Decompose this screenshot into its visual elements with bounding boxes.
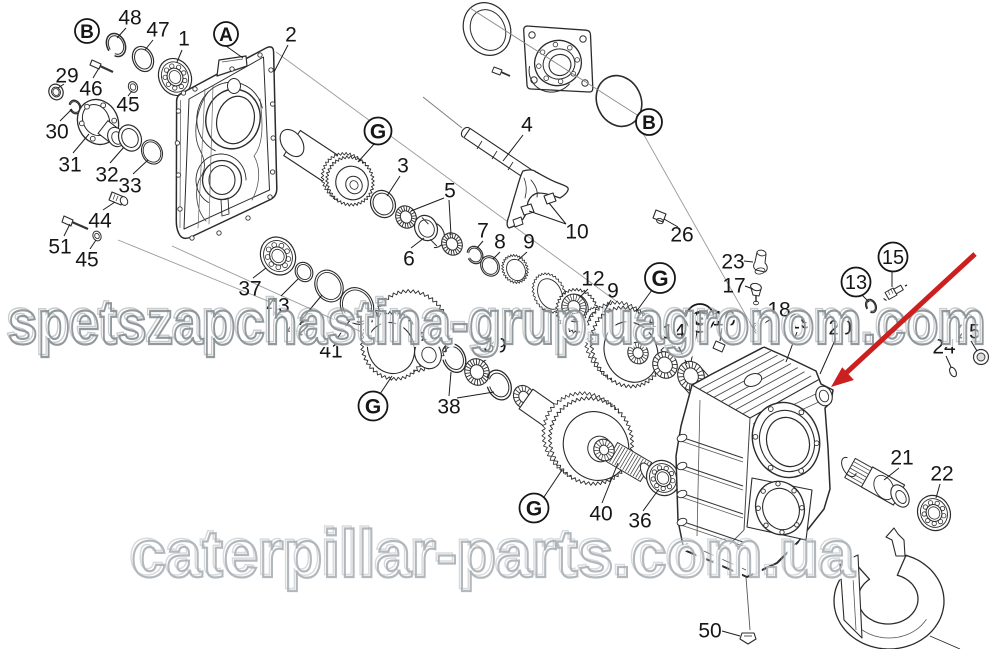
svg-text:4: 4 xyxy=(521,114,533,137)
svg-text:36: 36 xyxy=(628,510,651,533)
svg-text:G: G xyxy=(692,308,708,331)
svg-text:caterpillar-parts.com.ua: caterpillar-parts.com.ua xyxy=(131,517,856,592)
svg-text:8: 8 xyxy=(494,231,506,254)
svg-text:37: 37 xyxy=(238,278,261,301)
svg-text:B: B xyxy=(80,22,94,43)
svg-text:30: 30 xyxy=(45,121,68,144)
svg-text:32: 32 xyxy=(95,164,118,187)
svg-text:spetszapchastina-grup.uagronom: spetszapchastina-grup.uagronom.com xyxy=(6,287,984,356)
svg-text:25: 25 xyxy=(957,321,980,344)
svg-text:spetszapchastina-grup.uagronom: spetszapchastina-grup.uagronom.com xyxy=(11,292,989,361)
svg-text:15: 15 xyxy=(882,247,904,269)
svg-text:caterpillar-parts.com.ua: caterpillar-parts.com.ua xyxy=(134,520,859,595)
svg-text:12: 12 xyxy=(581,268,604,291)
svg-text:39: 39 xyxy=(483,335,506,358)
svg-text:G: G xyxy=(365,396,381,419)
svg-text:23: 23 xyxy=(721,251,744,274)
svg-text:7: 7 xyxy=(477,220,489,243)
svg-text:9: 9 xyxy=(523,231,535,254)
svg-text:33: 33 xyxy=(118,175,141,198)
svg-text:B: B xyxy=(642,113,656,134)
svg-text:46: 46 xyxy=(79,78,102,101)
svg-text:spetszapchastina-grup.uagronom: spetszapchastina-grup.uagronom.com xyxy=(8,289,986,358)
svg-text:50: 50 xyxy=(698,620,721,643)
svg-text:29: 29 xyxy=(55,65,78,88)
svg-text:47: 47 xyxy=(146,19,169,42)
svg-text:43: 43 xyxy=(266,295,289,318)
svg-text:42: 42 xyxy=(286,318,309,341)
svg-text:5: 5 xyxy=(444,180,456,203)
svg-text:16: 16 xyxy=(712,308,735,331)
svg-text:51: 51 xyxy=(48,236,71,259)
svg-text:20: 20 xyxy=(828,317,851,340)
svg-text:13: 13 xyxy=(845,272,867,294)
svg-text:10: 10 xyxy=(565,221,588,244)
svg-text:caterpillar-parts.com.ua: caterpillar-parts.com.ua xyxy=(129,515,854,590)
svg-text:44: 44 xyxy=(88,210,112,233)
svg-text:19: 19 xyxy=(788,311,811,334)
svg-text:22: 22 xyxy=(930,463,953,486)
svg-text:21: 21 xyxy=(890,447,913,470)
svg-text:3: 3 xyxy=(397,155,409,178)
svg-text:31: 31 xyxy=(58,154,81,177)
svg-text:1: 1 xyxy=(178,28,190,51)
svg-text:26: 26 xyxy=(670,224,693,247)
svg-text:G: G xyxy=(526,498,542,521)
svg-text:9: 9 xyxy=(607,280,619,303)
svg-text:48: 48 xyxy=(118,7,141,30)
svg-text:caterpillar-parts.com.ua: caterpillar-parts.com.ua xyxy=(131,517,856,592)
svg-text:41: 41 xyxy=(319,340,342,363)
svg-text:2: 2 xyxy=(285,24,297,47)
svg-text:A: A xyxy=(219,25,233,46)
svg-text:G: G xyxy=(370,121,386,144)
svg-text:38: 38 xyxy=(437,396,460,419)
svg-text:6: 6 xyxy=(403,248,415,271)
svg-text:40: 40 xyxy=(589,503,612,526)
svg-text:G: G xyxy=(651,266,668,291)
svg-text:14: 14 xyxy=(662,321,686,344)
svg-text:45: 45 xyxy=(116,94,139,117)
svg-text:spetszapchastina-grup.uagronom: spetszapchastina-grup.uagronom.com xyxy=(8,289,986,358)
svg-text:18: 18 xyxy=(767,299,790,322)
svg-text:45: 45 xyxy=(75,249,98,272)
svg-text:24: 24 xyxy=(932,336,956,359)
svg-text:17: 17 xyxy=(722,275,745,298)
